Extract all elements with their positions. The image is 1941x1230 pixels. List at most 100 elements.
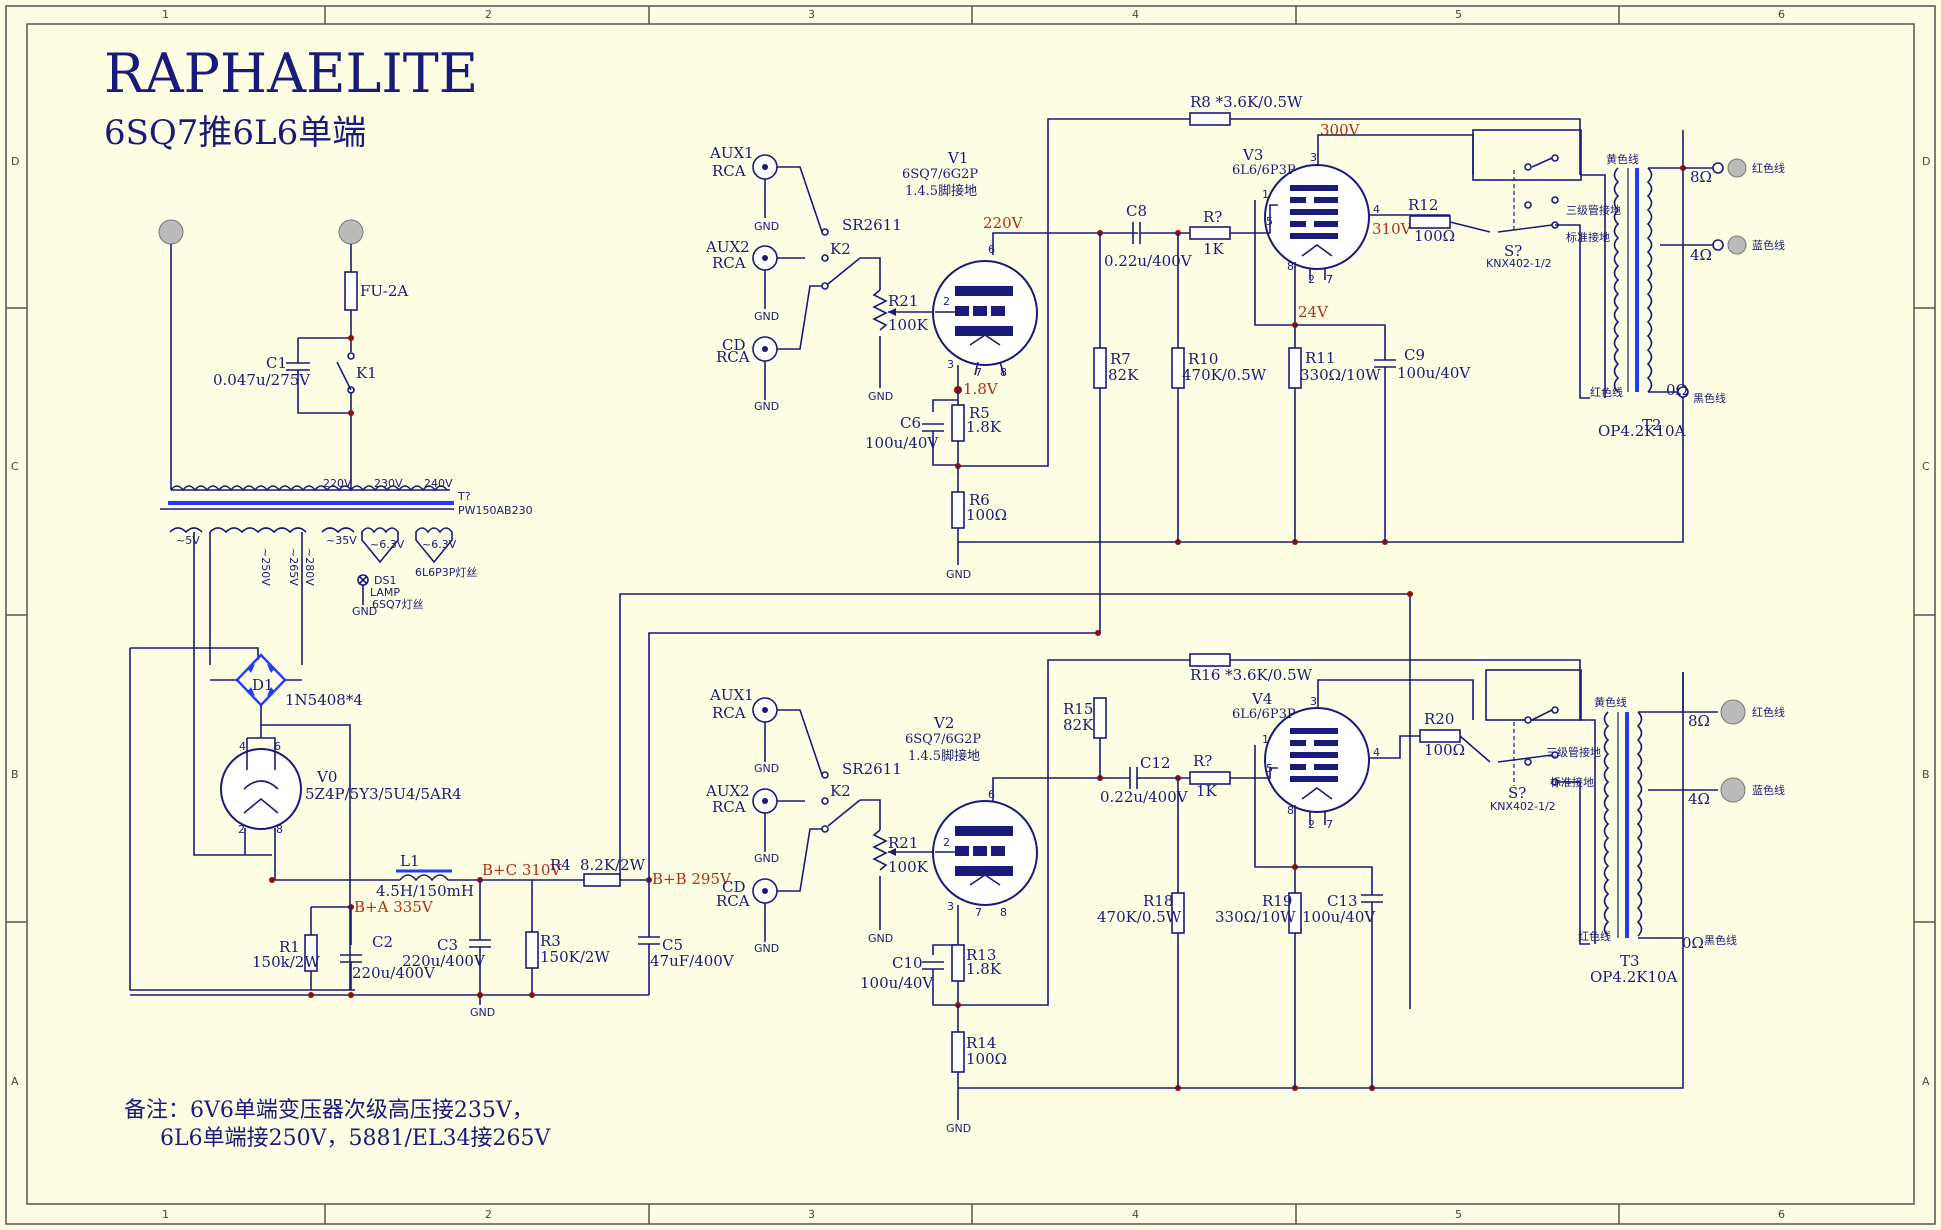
svg-text:300V: 300V [1320,121,1361,139]
svg-text:1.8K: 1.8K [966,418,1002,436]
svg-text:C: C [1922,460,1930,473]
svg-text:4: 4 [1373,203,1380,216]
svg-text:V4: V4 [1251,690,1272,708]
svg-text:V2: V2 [933,714,954,732]
svg-text:R8 *3.6K/0.5W: R8 *3.6K/0.5W [1190,93,1303,111]
svg-text:100Ω: 100Ω [966,1050,1007,1068]
svg-text:220u/400V: 220u/400V [402,952,486,970]
svg-text:1K: 1K [1203,240,1225,258]
svg-text:82K: 82K [1108,366,1139,384]
svg-text:82K: 82K [1063,716,1094,734]
svg-text:R12: R12 [1408,196,1438,214]
svg-text:R16 *3.6K/0.5W: R16 *3.6K/0.5W [1190,666,1313,684]
svg-text:~280V: ~280V [303,548,316,586]
svg-text:R18: R18 [1143,892,1173,910]
svg-text:LAMP: LAMP [370,586,400,599]
svg-text:黄色线: 黄色线 [1594,695,1627,709]
spk-blue-terminal-1 [1727,235,1747,255]
svg-text:100K: 100K [888,858,929,876]
svg-text:220u/400V: 220u/400V [352,964,436,982]
svg-text:~250V: ~250V [259,548,272,586]
svg-text:C1: C1 [266,354,287,372]
svg-text:V3: V3 [1242,146,1263,164]
svg-text:100K: 100K [888,316,929,334]
svg-text:2: 2 [238,823,245,836]
svg-text:黑色线: 黑色线 [1704,933,1737,947]
svg-text:GND: GND [946,568,971,581]
svg-text:8Ω: 8Ω [1688,712,1710,730]
svg-text:5: 5 [1266,215,1273,228]
svg-text:1: 1 [162,1208,169,1221]
svg-text:7: 7 [1326,818,1333,831]
svg-text:1.4.5脚接地: 1.4.5脚接地 [905,183,977,199]
svg-text:3: 3 [1310,695,1317,708]
ac-terminal-left [158,219,184,245]
svg-text:4: 4 [1132,1208,1139,1221]
svg-text:1: 1 [162,8,169,21]
svg-text:GND: GND [754,762,779,775]
svg-text:标准接地: 标准接地 [1566,230,1610,244]
svg-text:R?: R? [1193,752,1212,770]
svg-text:AUX2: AUX2 [705,238,750,256]
svg-text:100Ω: 100Ω [1424,741,1465,759]
svg-text:A: A [11,1075,19,1088]
svg-text:R3: R3 [540,932,561,950]
svg-text:KNX402-1/2: KNX402-1/2 [1486,257,1552,270]
svg-text:三级管接地: 三级管接地 [1566,203,1621,217]
svg-text:R1: R1 [279,938,300,956]
svg-text:4Ω: 4Ω [1688,790,1710,808]
svg-text:7: 7 [975,366,982,379]
svg-text:GND: GND [868,390,893,403]
svg-text:230V: 230V [374,477,403,490]
svg-text:6: 6 [274,740,281,753]
svg-text:8: 8 [1287,804,1294,817]
svg-text:8.2K/2W: 8.2K/2W [580,856,646,874]
svg-text:B+C 310V: B+C 310V [482,861,562,879]
power-supply: FU-2A C1 0.047u/275V K1 220V 230V 240V T… [129,219,1413,1019]
svg-text:B: B [11,768,19,781]
svg-text:C: C [11,460,19,473]
svg-text:1.8V: 1.8V [963,380,999,398]
svg-text:C9: C9 [1404,346,1425,364]
svg-text:100u/40V: 100u/40V [860,974,934,992]
svg-text:4: 4 [1373,746,1380,759]
v4-tube [1264,707,1370,813]
svg-text:RCA: RCA [712,254,746,272]
svg-text:FU-2A: FU-2A [360,282,408,300]
svg-text:R7: R7 [1110,350,1131,368]
schematic-title: RAPHAELITE [104,42,478,105]
svg-text:GND: GND [946,1122,971,1135]
svg-text:4: 4 [1132,8,1139,21]
svg-text:DS1: DS1 [374,574,396,587]
svg-text:R21: R21 [888,834,918,852]
svg-text:6SQ7/6G2P: 6SQ7/6G2P [902,167,978,182]
svg-text:240V: 240V [424,477,453,490]
svg-text:R10: R10 [1188,350,1218,368]
svg-text:6L6P3P灯丝: 6L6P3P灯丝 [415,566,477,579]
svg-text:V0: V0 [316,768,337,786]
svg-text:OP4.2K10A: OP4.2K10A [1598,422,1686,440]
svg-text:D: D [1922,155,1930,168]
svg-text:R11: R11 [1305,349,1335,367]
svg-text:~35V: ~35V [326,534,357,547]
svg-text:5: 5 [1455,8,1462,21]
note-line-2: 6L6单端接250V，5881/EL34接265V [160,1126,552,1151]
svg-text:3: 3 [808,8,815,21]
svg-text:K1: K1 [356,364,377,382]
svg-text:2: 2 [1308,273,1315,286]
svg-text:CD: CD [722,336,746,354]
svg-text:B: B [1922,768,1930,781]
svg-text:RCA: RCA [716,892,750,910]
svg-text:GND: GND [754,942,779,955]
svg-text:红色线: 红色线 [1578,929,1611,943]
svg-text:T2: T2 [1642,416,1662,434]
svg-text:三级管接地: 三级管接地 [1546,745,1601,759]
svg-text:100u/40V: 100u/40V [865,434,939,452]
svg-text:C10: C10 [892,954,923,972]
svg-text:红色线: 红色线 [1752,705,1785,719]
svg-text:R20: R20 [1424,710,1454,728]
svg-text:R15: R15 [1063,700,1093,718]
svg-text:470K/0.5W: 470K/0.5W [1097,908,1182,926]
